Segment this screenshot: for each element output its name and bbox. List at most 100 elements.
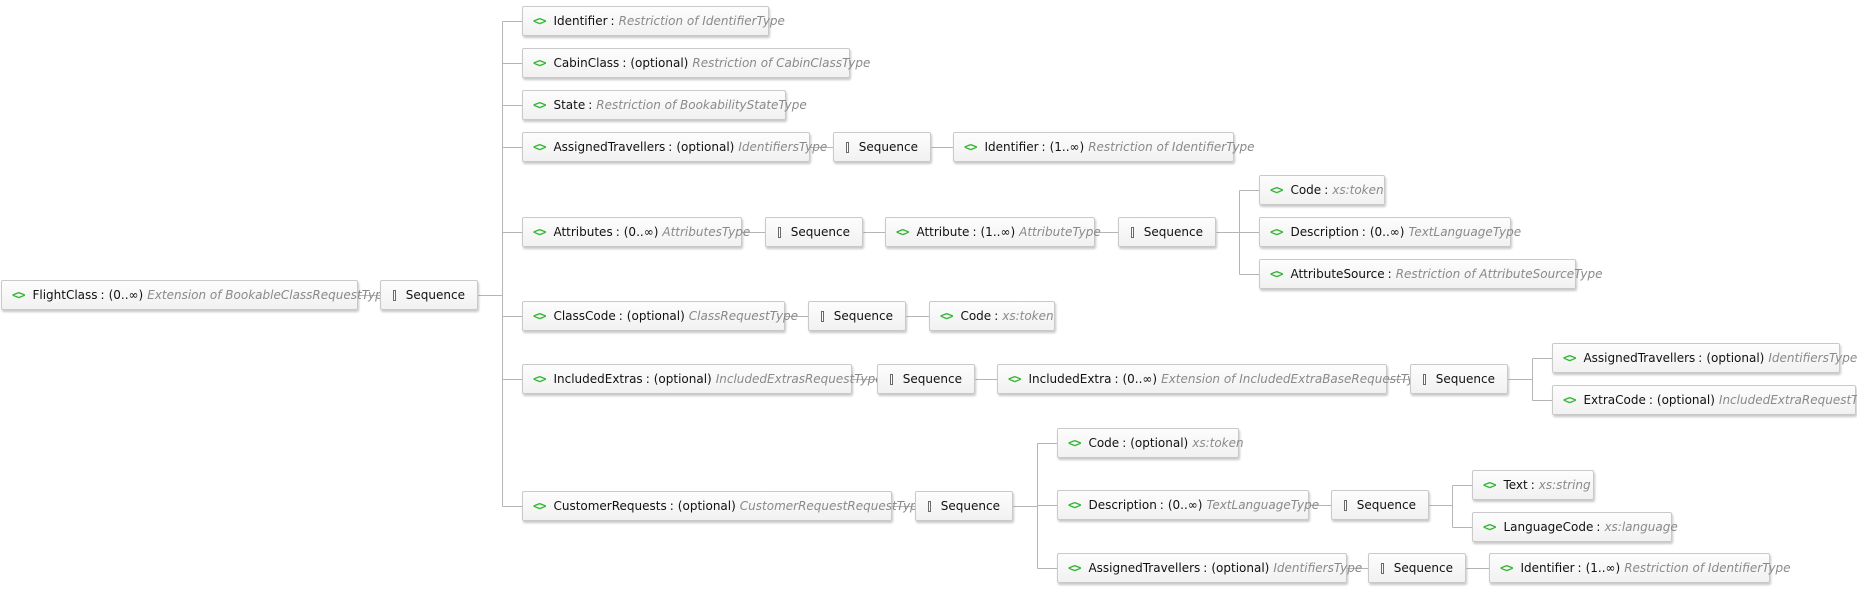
element-code[interactable]: <> Code : xs:token	[1259, 175, 1385, 205]
element-description[interactable]: <> Description : (0..∞) TextLanguageType	[1259, 217, 1521, 247]
element-description[interactable]: <> Description : (0..∞) TextLanguageType	[1057, 490, 1319, 520]
sequence-icon	[846, 141, 849, 153]
element-type: IncludedExtrasRequestType	[715, 372, 883, 386]
element-icon: <>	[533, 309, 546, 323]
element-name: Code	[1088, 436, 1120, 450]
element-includedextra[interactable]: <> IncludedExtra : (0..∞) Extension of I…	[997, 364, 1429, 394]
element-icon: <>	[533, 140, 546, 154]
element-icon: <>	[940, 309, 953, 323]
name-separator: :	[1530, 478, 1535, 492]
sequence-customerrequests[interactable]: Sequence	[915, 491, 1013, 521]
element-cardinality: (0..∞)	[1167, 498, 1203, 512]
element-type: TextLanguageType	[1206, 498, 1320, 512]
name-separator: :	[1159, 498, 1164, 512]
element-cardinality: (1..∞)	[980, 225, 1016, 239]
sequence-classcode[interactable]: Sequence	[808, 301, 906, 331]
name-separator: :	[618, 309, 623, 323]
element-attributesource[interactable]: <> AttributeSource : Restriction of Attr…	[1259, 259, 1603, 289]
element-name: Attribute	[916, 225, 970, 239]
sequence-attributes[interactable]: Sequence	[765, 217, 863, 247]
element-icon: <>	[1483, 478, 1496, 492]
element-classcode[interactable]: <> ClassCode : (optional) ClassRequestTy…	[522, 301, 798, 331]
element-name: Description	[1088, 498, 1157, 512]
element-cardinality: (optional)	[1211, 561, 1270, 575]
name-separator: :	[1698, 351, 1703, 365]
element-cardinality: (1..∞)	[1585, 561, 1621, 575]
name-separator: :	[668, 140, 673, 154]
name-separator: :	[1203, 561, 1208, 575]
sequence-label: Sequence	[1435, 372, 1495, 386]
element-identifier[interactable]: <> Identifier : Restriction of Identifie…	[522, 6, 785, 36]
element-icon: <>	[1270, 267, 1283, 281]
name-separator: :	[645, 372, 650, 386]
element-name: FlightClass	[32, 288, 98, 302]
element-assignedtravellers[interactable]: <> AssignedTravellers : (optional) Ident…	[522, 132, 827, 162]
element-name: AssignedTravellers	[553, 140, 666, 154]
element-assignedtravellers[interactable]: <> AssignedTravellers : (optional) Ident…	[1552, 343, 1857, 373]
element-type: Restriction of CabinClassType	[692, 56, 871, 70]
name-separator: :	[610, 14, 615, 28]
element-flightclass[interactable]: <> FlightClass : (0..∞) Extension of Boo…	[1, 280, 390, 310]
name-separator: :	[1596, 520, 1601, 534]
element-text[interactable]: <> Text : xs:string	[1472, 470, 1594, 500]
name-separator: :	[1122, 436, 1127, 450]
element-type: CustomerRequestRequestType	[739, 499, 926, 513]
element-icon: <>	[533, 372, 546, 386]
element-customerrequests[interactable]: <> CustomerRequests : (optional) Custome…	[522, 491, 925, 521]
element-cardinality: (optional)	[1656, 393, 1715, 407]
element-type: xs:token	[1192, 436, 1244, 450]
element-includedextras[interactable]: <> IncludedExtras : (optional) IncludedE…	[522, 364, 883, 394]
sequence-assignedtravellers[interactable]: Sequence	[1368, 553, 1466, 583]
name-separator: :	[1041, 140, 1046, 154]
element-identifier[interactable]: <> Identifier : (1..∞) Restriction of Id…	[953, 132, 1255, 162]
element-cardinality: (0..∞)	[1122, 372, 1158, 386]
element-icon: <>	[533, 499, 546, 513]
sequence-flightclass[interactable]: Sequence	[380, 280, 478, 310]
element-type: Extension of BookableClassRequestType	[147, 288, 391, 302]
element-type: Restriction of IdentifierType	[618, 14, 785, 28]
name-separator: :	[622, 56, 627, 70]
element-cardinality: (optional)	[676, 140, 735, 154]
sequence-icon	[1381, 562, 1384, 574]
element-identifier[interactable]: <> Identifier : (1..∞) Restriction of Id…	[1489, 553, 1791, 583]
element-name: IncludedExtras	[553, 372, 643, 386]
element-type: xs:string	[1538, 478, 1591, 492]
sequence-label: Sequence	[405, 288, 465, 302]
element-type: IncludedExtraRequestType	[1718, 393, 1857, 407]
element-attribute[interactable]: <> Attribute : (1..∞) AttributeType	[885, 217, 1101, 247]
sequence-icon	[778, 226, 781, 238]
element-icon: <>	[1563, 351, 1576, 365]
element-type: xs:token	[1002, 309, 1054, 323]
element-state[interactable]: <> State : Restriction of BookabilitySta…	[522, 90, 807, 120]
name-separator: :	[588, 98, 593, 112]
element-name: AssignedTravellers	[1088, 561, 1201, 575]
element-icon: <>	[12, 288, 25, 302]
name-separator: :	[1114, 372, 1119, 386]
sequence-attribute[interactable]: Sequence	[1118, 217, 1216, 247]
element-cabinclass[interactable]: <> CabinClass : (optional) Restriction o…	[522, 48, 870, 78]
element-code[interactable]: <> Code : (optional) xs:token	[1057, 428, 1244, 458]
element-cardinality: (optional)	[1706, 351, 1765, 365]
element-assignedtravellers[interactable]: <> AssignedTravellers : (optional) Ident…	[1057, 553, 1362, 583]
element-icon: <>	[1068, 561, 1081, 575]
sequence-includedextras[interactable]: Sequence	[877, 364, 975, 394]
sequence-icon	[1131, 226, 1134, 238]
element-name: Identifier	[553, 14, 608, 28]
element-extracode[interactable]: <> ExtraCode : (optional) IncludedExtraR…	[1552, 385, 1857, 415]
element-type: Extension of IncludedExtraBaseRequestTyp…	[1161, 372, 1430, 386]
name-separator: :	[1361, 225, 1366, 239]
element-name: State	[553, 98, 586, 112]
element-name: IncludedExtra	[1028, 372, 1112, 386]
sequence-includedextra[interactable]: Sequence	[1410, 364, 1508, 394]
sequence-assignedtravellers[interactable]: Sequence	[833, 132, 931, 162]
sequence-description[interactable]: Sequence	[1331, 490, 1429, 520]
element-icon: <>	[1270, 225, 1283, 239]
element-type: Restriction of IdentifierType	[1624, 561, 1791, 575]
element-name: Description	[1290, 225, 1359, 239]
name-separator: :	[1387, 267, 1392, 281]
element-languagecode[interactable]: <> LanguageCode : xs:language	[1472, 512, 1678, 542]
sequence-label: Sequence	[1356, 498, 1416, 512]
element-name: CabinClass	[553, 56, 620, 70]
element-attributes[interactable]: <> Attributes : (0..∞) AttributesType	[522, 217, 750, 247]
element-code[interactable]: <> Code : xs:token	[929, 301, 1055, 331]
